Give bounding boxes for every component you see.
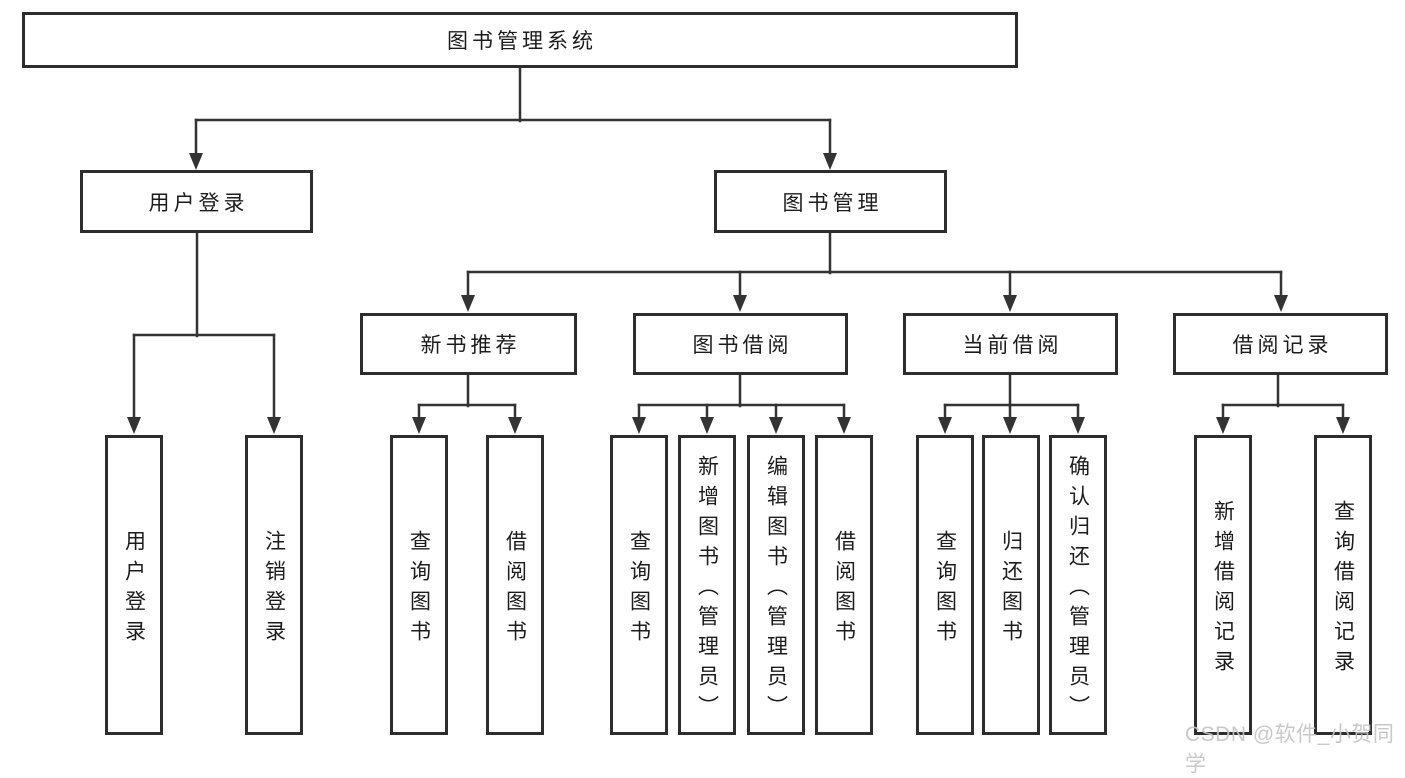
node-library-system: 图书管理系统 bbox=[22, 12, 1018, 68]
node-book-borrowing: 图书借阅 bbox=[633, 313, 848, 375]
leaf-borrow-books: 借阅图书 bbox=[815, 435, 873, 735]
node-current-borrowing: 当前借阅 bbox=[903, 313, 1118, 375]
node-label: 用户登录 bbox=[148, 191, 249, 215]
node-book-management-branch: 图书管理 bbox=[714, 170, 947, 233]
leaf-return-books: 归还图书 bbox=[982, 435, 1040, 735]
node-label: 新增图书（管理员） bbox=[695, 454, 719, 725]
node-label: 用户登录 bbox=[122, 529, 146, 650]
node-label: 查询图书 bbox=[627, 529, 651, 650]
node-label: 确认归还（管理员） bbox=[1066, 454, 1090, 725]
leaf-confirm-return-admin: 确认归还（管理员） bbox=[1049, 435, 1107, 735]
node-new-book-recommend: 新书推荐 bbox=[360, 313, 577, 375]
node-label: 当前借阅 bbox=[962, 334, 1063, 357]
node-label: 新书推荐 bbox=[420, 334, 521, 357]
leaf-query-borrow-record: 查询借阅记录 bbox=[1314, 435, 1372, 735]
node-label: 注销登录 bbox=[262, 529, 286, 650]
node-label: 归还图书 bbox=[999, 529, 1023, 650]
leaf-edit-book-admin: 编辑图书（管理员） bbox=[747, 435, 805, 735]
node-borrowing-records: 借阅记录 bbox=[1173, 313, 1388, 375]
node-label: 查询借阅记录 bbox=[1331, 499, 1355, 680]
node-label: 查询图书 bbox=[407, 529, 431, 650]
leaf-add-book-admin: 新增图书（管理员） bbox=[678, 435, 736, 735]
leaf-logout: 注销登录 bbox=[245, 435, 303, 735]
node-user-login-branch: 用户登录 bbox=[80, 170, 313, 233]
node-label: 查询图书 bbox=[933, 529, 957, 650]
leaf-query-books-current: 查询图书 bbox=[916, 435, 974, 735]
node-label: 图书管理系统 bbox=[447, 30, 597, 53]
node-label: 借阅记录 bbox=[1232, 334, 1333, 357]
node-label: 图书管理 bbox=[782, 191, 883, 215]
leaf-add-borrow-record: 新增借阅记录 bbox=[1194, 435, 1252, 735]
leaf-user-login: 用户登录 bbox=[105, 435, 163, 735]
leaf-borrow-books-recommend: 借阅图书 bbox=[486, 435, 544, 735]
node-label: 借阅图书 bbox=[503, 529, 527, 650]
leaf-query-books-borrow: 查询图书 bbox=[610, 435, 668, 735]
node-label: 新增借阅记录 bbox=[1211, 499, 1235, 680]
node-label: 借阅图书 bbox=[832, 529, 856, 650]
csdn-watermark: CSDN @软件_小贺同学 bbox=[1185, 723, 1395, 776]
node-label: 编辑图书（管理员） bbox=[764, 454, 788, 725]
leaf-query-books-recommend: 查询图书 bbox=[390, 435, 448, 735]
node-label: 图书借阅 bbox=[692, 334, 793, 357]
